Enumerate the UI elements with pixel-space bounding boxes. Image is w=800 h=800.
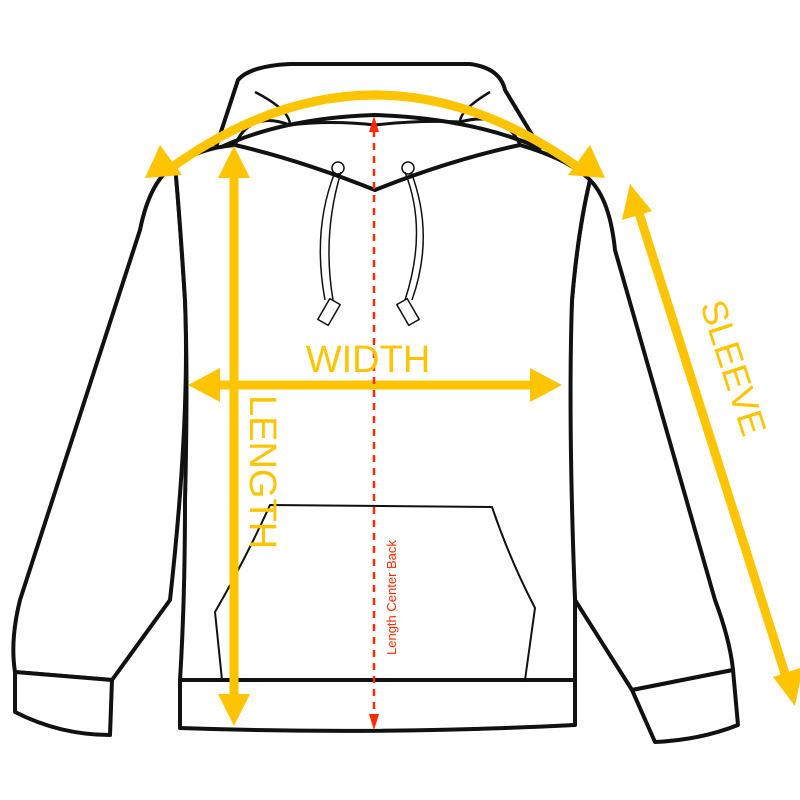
drawstrings	[317, 161, 424, 327]
width-arrowhead-left	[188, 368, 220, 402]
right-cuff	[630, 668, 740, 744]
arc-arrowhead-left	[145, 145, 182, 178]
waistband	[178, 678, 577, 733]
center-back-label: Length Center Back	[384, 540, 399, 655]
body	[173, 143, 592, 682]
hood	[213, 62, 542, 152]
length-label: LENGTH	[241, 395, 283, 549]
length-arrowhead-top	[218, 146, 250, 178]
left-sleeve	[11, 163, 188, 682]
sleeve-arrow-line	[633, 208, 792, 682]
sleeve-arrowhead-bottom	[773, 668, 800, 706]
width-arrowhead-right	[530, 368, 562, 402]
center-back-arrow	[369, 116, 379, 730]
sleeve-arrowhead-top	[622, 184, 652, 220]
hoodie-outline	[11, 62, 740, 744]
width-label: WIDTH	[306, 339, 431, 381]
width-arc-arrow	[165, 90, 585, 174]
arc-arrowhead-right	[568, 145, 605, 178]
measurement-arrows	[145, 90, 800, 726]
kangaroo-pocket	[214, 504, 536, 681]
length-arrowhead-bottom	[218, 694, 250, 726]
left-cuff	[13, 670, 114, 737]
